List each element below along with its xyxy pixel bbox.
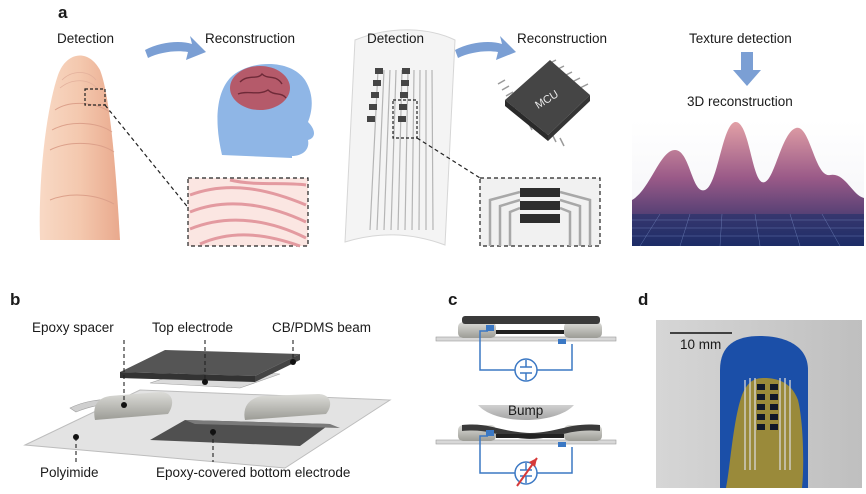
mcu-chip-icon (497, 59, 590, 147)
fingerprint-zoom (187, 177, 309, 248)
label-top-electrode: Top electrode (152, 320, 234, 335)
label-reconstruction-brain: Reconstruction (205, 31, 296, 46)
flexible-sensor-sheet (344, 29, 456, 246)
sensor-zoom (479, 177, 601, 247)
cross-section-top (435, 316, 617, 382)
label-bump: Bump (508, 403, 544, 418)
bump (478, 405, 574, 420)
label-detection-sensor: Detection (367, 31, 425, 46)
sensor-photo (656, 320, 862, 488)
leader-dots (73, 359, 296, 440)
label-reconstruction-mcu: Reconstruction (517, 31, 608, 46)
down-arrow-icon (733, 52, 761, 86)
panel-d-letter: d (638, 290, 649, 309)
zoom-box-small (84, 88, 106, 106)
arrow-icon (455, 36, 516, 60)
panel-c-letter: c (448, 290, 458, 309)
panel-b-letter: b (10, 290, 21, 309)
terrain-3d-render (632, 120, 864, 247)
label-bottom-electrode: Epoxy-covered bottom electrode (156, 465, 351, 480)
exploded-sensor-diagram (23, 350, 392, 469)
panel-b-leaders (75, 340, 294, 462)
zoom-box-sensor (392, 99, 418, 139)
label-scale-bar: 10 mm (680, 337, 722, 352)
label-texture-detection: Texture detection (689, 31, 792, 46)
panel-a-letter: a (58, 3, 68, 22)
label-epoxy-spacer: Epoxy spacer (32, 320, 114, 335)
label-cb-pdms-beam: CB/PDMS beam (272, 320, 372, 335)
finger-illustration (39, 55, 121, 240)
cross-section-bottom (435, 405, 617, 487)
head-brain-icon (217, 64, 314, 158)
arrow-icon (145, 36, 206, 60)
label-detection-finger: Detection (57, 31, 115, 46)
label-polyimide: Polyimide (40, 465, 99, 480)
label-3d-reconstruction: 3D reconstruction (687, 94, 793, 109)
